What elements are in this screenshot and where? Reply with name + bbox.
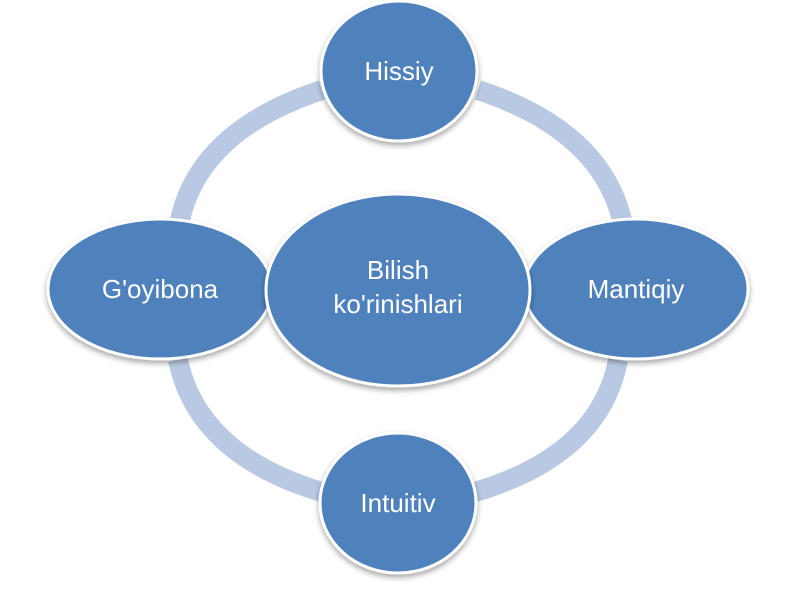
node-top (319, 0, 479, 143)
node-bottom-label: Intuitiv (360, 488, 435, 518)
node-top-label: Hissiy (364, 56, 433, 86)
node-bottom (318, 431, 478, 575)
node-left-label: G'oyibona (102, 274, 219, 304)
node-top-shape (319, 0, 479, 143)
ring-arc-right-bottom (472, 357, 628, 502)
ring-arc-left-top (170, 80, 326, 223)
node-center-shape (264, 192, 532, 388)
node-bottom-shape (318, 431, 478, 575)
node-center (264, 192, 532, 388)
node-center-label-line2: ko'rinishlari (333, 289, 462, 319)
cycle-ring (168, 80, 632, 502)
ring-arc-bottom-left (168, 357, 325, 502)
node-center-label-line1: Bilish (367, 255, 429, 285)
node-right-label: Mantiqiy (588, 274, 685, 304)
ring-arc-top-right (474, 80, 632, 223)
